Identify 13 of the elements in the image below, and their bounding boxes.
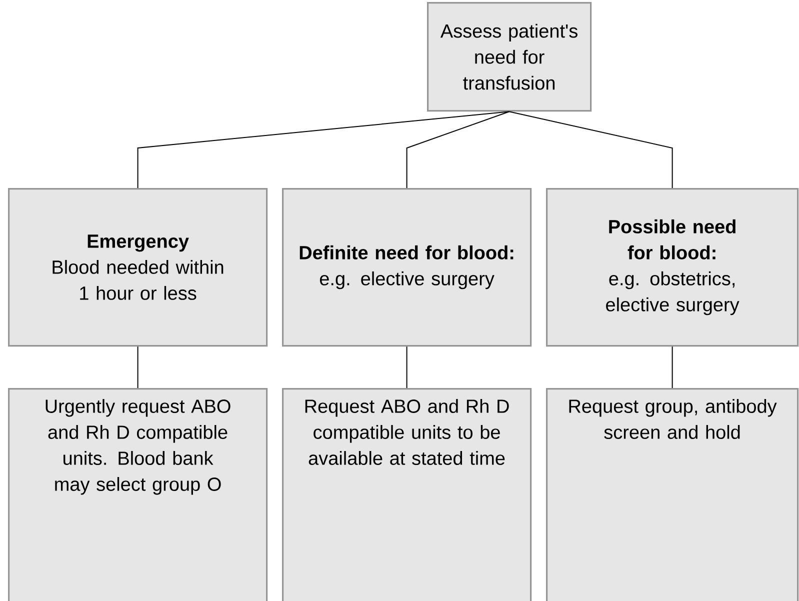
connector-line [137,111,510,188]
flow-box: Assess patient's need for transfusion [427,2,592,112]
flow-box: Emergency Blood needed within 1 hour or less [8,188,268,347]
connector-line [406,111,510,188]
flow-box: Possible need for blood: e.g. obstetrics, elective surgery [546,188,799,347]
flow-box: Definite need for blood: e.g. elective surgery [282,188,532,347]
connector-line [406,346,408,388]
flow-box: Urgently request ABO and Rh D compatible units. Blood bank may select group O [8,388,268,601]
connector-line [508,111,673,188]
connector-line [137,346,138,388]
connector-line [672,346,673,388]
flow-box: Request ABO and Rh D compatible units to be available at stated time [282,388,532,601]
flow-box: Request group, antibody screen and hold [546,388,799,601]
